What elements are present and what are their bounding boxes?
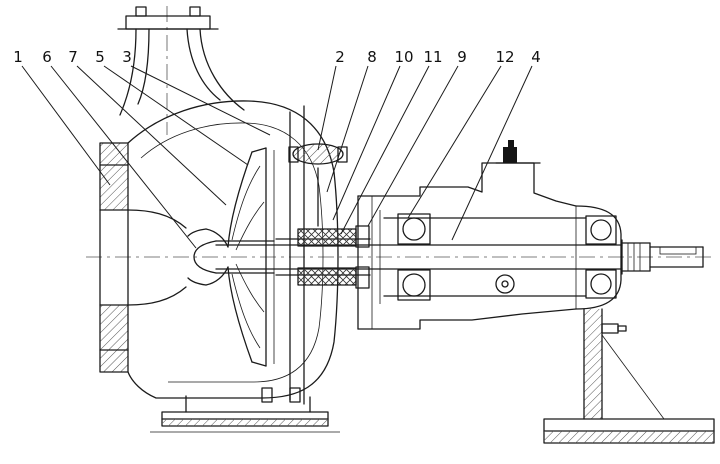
- shaft: [215, 238, 704, 276]
- callout-leader-5: [103, 65, 249, 166]
- callout-label-10: 10: [394, 48, 413, 66]
- shaft-keyway: [659, 246, 697, 255]
- seal-fitting: [288, 143, 348, 227]
- callout-leader-2: [317, 65, 337, 151]
- callout-leader-3: [130, 65, 271, 136]
- callout-label-2: 2: [335, 48, 345, 66]
- centerlines: [86, 6, 712, 258]
- callout-leader-12: [407, 65, 502, 219]
- callout-label-1: 1: [13, 48, 23, 66]
- callout-label-3: 3: [122, 48, 132, 66]
- foot-bolt: [601, 323, 619, 334]
- ball-bearing-right: [585, 215, 617, 299]
- callout-label-11: 11: [423, 48, 442, 66]
- callout-label-5: 5: [95, 48, 105, 66]
- support-foot: [543, 308, 715, 444]
- casing-foot: [150, 387, 340, 433]
- impeller-nut: [193, 240, 217, 274]
- callout-label-8: 8: [367, 48, 377, 66]
- suction-flange: [99, 142, 187, 373]
- callout-leader-7: [76, 65, 227, 206]
- callout-leader-9: [367, 65, 459, 227]
- oil-fill-plug: [503, 147, 517, 163]
- callout-leader-8: [326, 65, 369, 193]
- casing-foot-bolt: [261, 387, 273, 403]
- ball-bearing-left: [397, 213, 431, 301]
- gland-follower: [355, 225, 370, 248]
- callout-leader-4: [451, 65, 533, 241]
- callout-leader-6: [50, 65, 197, 249]
- callout-leader-1: [21, 65, 111, 186]
- callout-label-12: 12: [495, 48, 514, 66]
- callout-leader-10: [332, 65, 401, 221]
- volute-casing: [127, 100, 339, 399]
- callout-label-7: 7: [68, 48, 78, 66]
- discharge-flange: [117, 6, 245, 116]
- callout-label-4: 4: [531, 48, 541, 66]
- callout-label-6: 6: [42, 48, 52, 66]
- callout-leader-11: [340, 65, 430, 235]
- oil-sight-hole: [495, 274, 515, 294]
- callout-label-9: 9: [457, 48, 467, 66]
